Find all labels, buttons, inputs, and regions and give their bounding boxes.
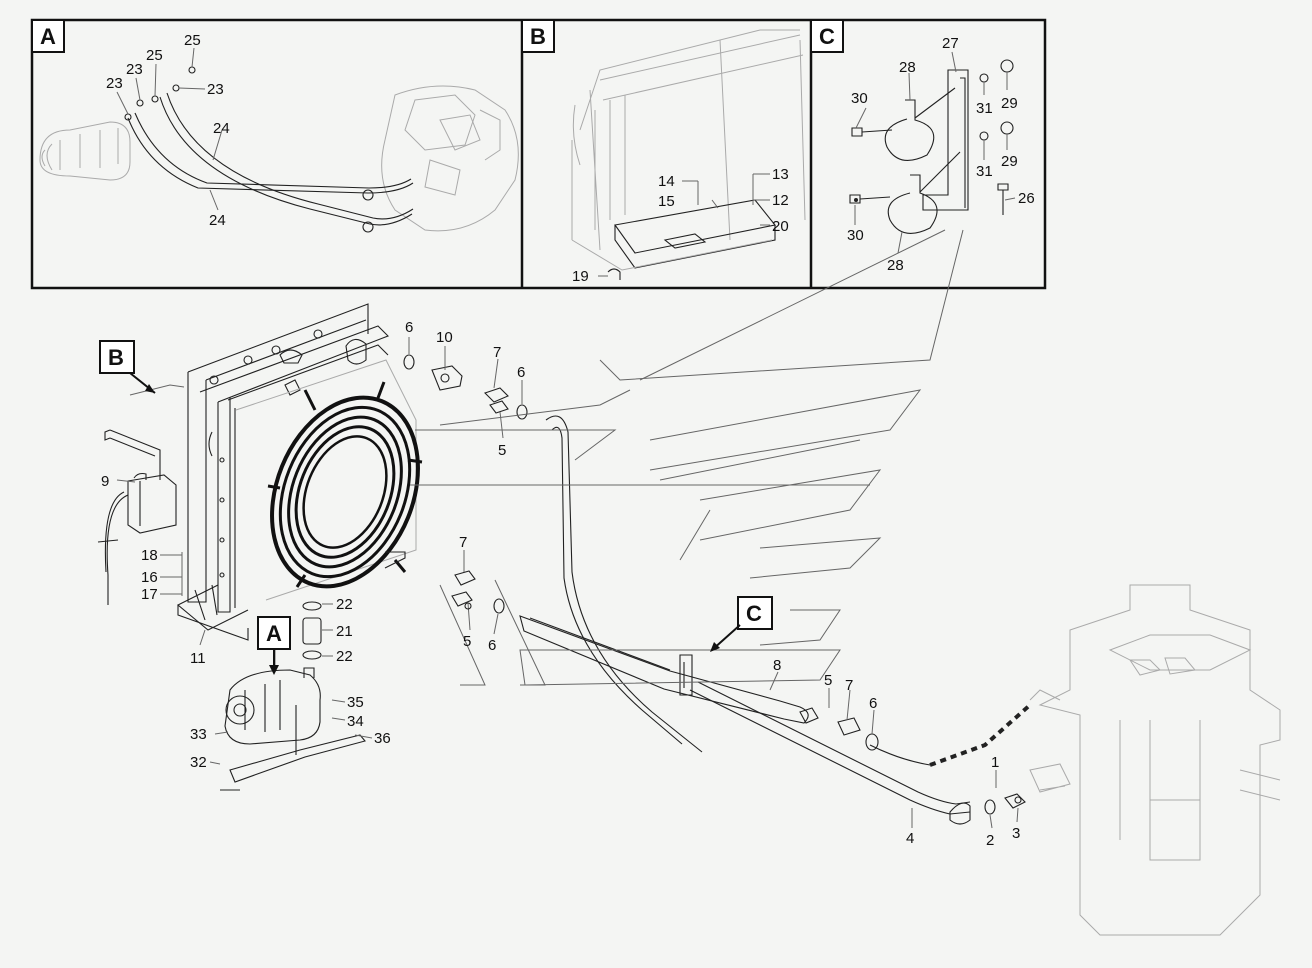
detail-c-drawing: 27 28 28 30 30 31 31 29 29 26 [847, 35, 1035, 274]
label-b-13: 13 [772, 166, 789, 183]
label-a-25-top: 25 [184, 32, 201, 49]
label-16: 16 [141, 569, 158, 586]
label-35: 35 [347, 694, 364, 711]
label-3: 3 [1012, 825, 1020, 842]
transmission-ghost [1029, 584, 1281, 936]
label-1: 1 [991, 754, 999, 771]
label-b-20: 20 [772, 218, 789, 235]
label-22-bot: 22 [336, 648, 353, 665]
label-33: 33 [190, 726, 207, 743]
label-2: 2 [986, 832, 994, 849]
label-7-c: 7 [845, 677, 853, 694]
label-a-24-top: 24 [213, 120, 230, 137]
label-a-25-mid: 25 [146, 47, 163, 64]
svg-text:C: C [746, 601, 762, 626]
main-assembly [97, 303, 1281, 936]
label-17: 17 [141, 586, 158, 603]
callout-c: C [710, 596, 773, 652]
label-c-29-bot: 29 [1001, 153, 1018, 170]
detail-view-a-tag: A [31, 19, 65, 53]
label-36: 36 [374, 730, 391, 747]
label-8: 8 [773, 657, 781, 674]
label-c-31-top: 31 [976, 100, 993, 117]
label-32: 32 [190, 754, 207, 771]
label-c-27: 27 [942, 35, 959, 52]
label-5-c: 5 [824, 672, 832, 689]
label-6-c: 6 [488, 637, 496, 654]
label-22-top: 22 [336, 596, 353, 613]
label-c-31-bot: 31 [976, 163, 993, 180]
label-10: 10 [436, 329, 453, 346]
svg-text:B: B [108, 345, 124, 370]
label-6-d: 6 [869, 695, 877, 712]
svg-text:B: B [530, 24, 546, 49]
detail-frame [30, 18, 1047, 290]
fan-guard [267, 381, 423, 589]
detail-panels: A B C [30, 18, 1047, 290]
svg-text:A: A [40, 24, 56, 49]
label-7-b: 7 [459, 534, 467, 551]
callout-b: B [99, 340, 156, 394]
callout-a: A [257, 616, 291, 675]
label-5-b: 5 [463, 633, 471, 650]
svg-text:A: A [266, 621, 282, 646]
svg-text:C: C [819, 24, 835, 49]
label-34: 34 [347, 713, 364, 730]
label-a-23-a: 23 [126, 61, 143, 78]
label-4: 4 [906, 830, 914, 847]
label-b-12: 12 [772, 192, 789, 209]
label-c-29-top: 29 [1001, 95, 1018, 112]
label-c-30-bot: 30 [847, 227, 864, 244]
label-c-30-top: 30 [851, 90, 868, 107]
label-7-a: 7 [493, 344, 501, 361]
detail-a-drawing: 25 25 23 23 23 24 24 [39, 32, 519, 233]
detail-view-b-tag: B [521, 19, 555, 53]
label-21: 21 [336, 623, 353, 640]
detail-view-c-tag: C [810, 19, 844, 53]
label-a-23-b: 23 [106, 75, 123, 92]
label-b-14: 14 [658, 173, 675, 190]
label-6-a: 6 [405, 319, 413, 336]
label-c-28-top: 28 [899, 59, 916, 76]
main-part-labels: 6 10 7 6 5 9 18 16 17 11 22 21 22 7 5 6 … [101, 319, 1020, 849]
label-c-28-bot: 28 [887, 257, 904, 274]
label-c-26: 26 [1018, 190, 1035, 207]
label-b-19: 19 [572, 268, 589, 285]
label-a-23-c: 23 [207, 81, 224, 98]
projection-lines [599, 229, 964, 381]
label-b-15: 15 [658, 193, 675, 210]
detail-b-drawing: 14 15 13 12 20 19 [571, 29, 806, 285]
label-9: 9 [101, 473, 109, 490]
label-18: 18 [141, 547, 158, 564]
label-a-24-bot: 24 [209, 212, 226, 229]
label-5-a: 5 [498, 442, 506, 459]
label-6-b: 6 [517, 364, 525, 381]
label-11: 11 [190, 650, 206, 667]
